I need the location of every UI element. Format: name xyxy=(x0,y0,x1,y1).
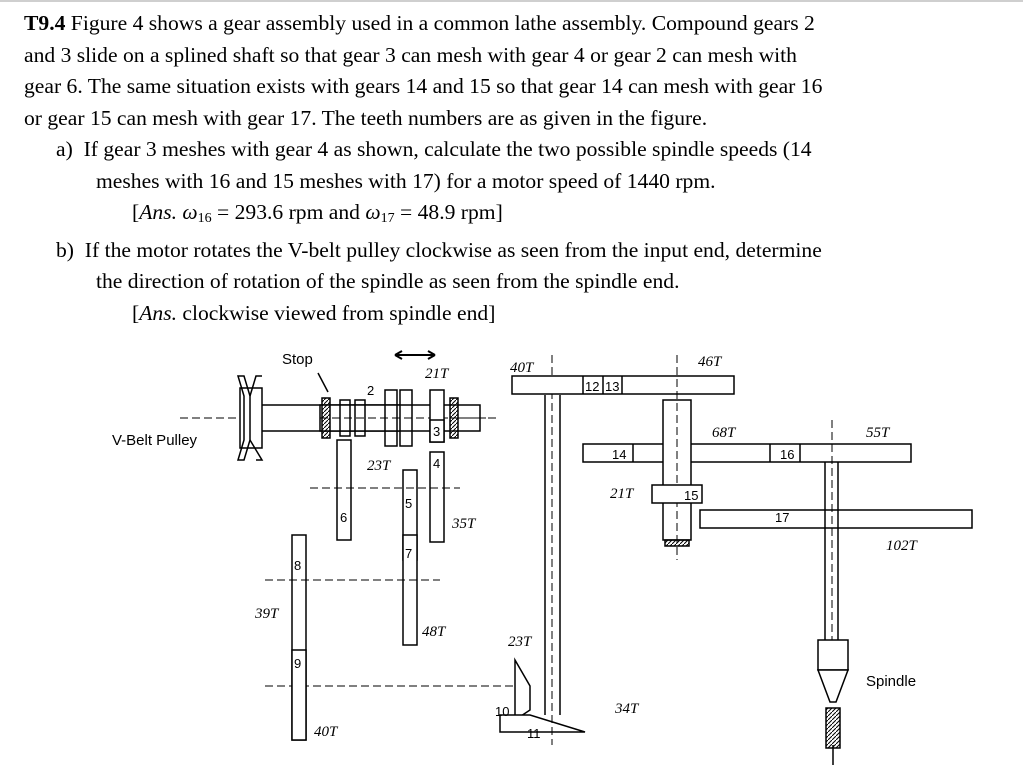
teeth-label: 23T xyxy=(367,458,392,474)
part-b-line-1: b) If the motor rotates the V-belt pulle… xyxy=(24,235,1014,267)
top-border xyxy=(0,0,1023,2)
problem-number: T9.4 xyxy=(24,11,66,35)
omega-symbol: ω xyxy=(182,200,198,224)
teeth-label: 34T xyxy=(614,701,640,717)
teeth-label: 48T xyxy=(422,624,447,640)
gear-number: 15 xyxy=(684,488,698,503)
part-a-answer: [Ans. ω16 = 293.6 rpm and ω17 = 48.9 rpm… xyxy=(24,197,1014,235)
gear-number: 12 xyxy=(585,379,599,394)
gear-number: 13 xyxy=(605,379,619,394)
teeth-label: 21T xyxy=(610,486,635,502)
answer-text: = 48.9 rpm] xyxy=(394,200,503,224)
gear-assembly-figure: V-Belt Pulley Stop Spindle 2 3 4 5 6 7 8… xyxy=(112,350,973,765)
teeth-label: 40T xyxy=(314,724,339,740)
gear-number: 17 xyxy=(775,510,789,525)
gear-number: 4 xyxy=(433,456,440,471)
gear-number: 5 xyxy=(405,496,412,511)
gear-number: 7 xyxy=(405,546,412,561)
gear-number: 8 xyxy=(294,558,301,573)
teeth-label: 102T xyxy=(886,538,919,554)
splined-shaft xyxy=(319,389,500,447)
answer-text: clockwise viewed from spindle end] xyxy=(177,300,496,325)
part-a-text: If gear 3 meshes with gear 4 as shown, c… xyxy=(83,137,812,161)
bracket: [ xyxy=(132,200,140,224)
omega-symbol: ω xyxy=(365,200,381,224)
gear-stack-left xyxy=(265,439,520,741)
bracket: [ xyxy=(132,300,140,325)
gear-number: 6 xyxy=(340,510,347,525)
gear-number: 11 xyxy=(527,726,541,741)
gear-number: 10 xyxy=(495,704,509,719)
part-a-marker: a) xyxy=(56,137,73,161)
bevel-gears xyxy=(499,355,586,745)
gear-number: 9 xyxy=(294,656,301,671)
teeth-label: 68T xyxy=(712,425,737,441)
problem-text: T9.4 Figure 4 shows a gear assembly used… xyxy=(24,8,1014,329)
spindle xyxy=(816,420,850,765)
part-a-line-1: a) If gear 3 meshes with gear 4 as shown… xyxy=(24,134,1014,166)
teeth-label: 21T xyxy=(425,366,450,382)
teeth-label: 23T xyxy=(508,634,533,650)
part-a-text: meshes with 16 and 15 meshes with 17) fo… xyxy=(96,168,716,193)
ans-word: Ans. xyxy=(139,300,177,325)
teeth-label: 40T xyxy=(510,360,535,376)
gear-number: 3 xyxy=(433,424,440,439)
ans-word: Ans. xyxy=(139,200,177,224)
gear-number: 14 xyxy=(612,447,626,462)
omega-subscript: 16 xyxy=(197,211,212,226)
intro-line: or gear 15 can mesh with gear 17. The te… xyxy=(24,105,708,130)
intro-line: and 3 slide on a splined shaft so that g… xyxy=(24,42,797,67)
gear-number: 2 xyxy=(367,383,374,398)
intro-line: Figure 4 shows a gear assembly used in a… xyxy=(65,11,815,35)
gear-number: 16 xyxy=(780,447,794,462)
label-spindle: Spindle xyxy=(866,673,916,690)
label-stop: Stop xyxy=(282,351,313,368)
part-b-marker: b) xyxy=(56,237,74,262)
right-gear-assembly xyxy=(511,355,973,560)
part-b-text: the direction of rotation of the spindle… xyxy=(96,269,680,293)
teeth-label: 55T xyxy=(866,425,891,441)
teeth-label: 46T xyxy=(698,354,723,370)
answer-text: = 293.6 rpm and xyxy=(211,200,366,224)
part-b-text: If the motor rotates the V-belt pulley c… xyxy=(84,237,822,262)
teeth-label: 39T xyxy=(254,606,280,622)
problem-line-1: T9.4 Figure 4 shows a gear assembly used… xyxy=(24,8,1014,40)
label-v-belt: V-Belt Pulley xyxy=(112,432,198,449)
part-b-answer: [Ans. clockwise viewed from spindle end] xyxy=(24,298,1014,330)
omega-subscript: 17 xyxy=(380,211,395,226)
teeth-label: 35T xyxy=(451,516,477,532)
intro-line: gear 6. The same situation exists with g… xyxy=(24,74,823,98)
